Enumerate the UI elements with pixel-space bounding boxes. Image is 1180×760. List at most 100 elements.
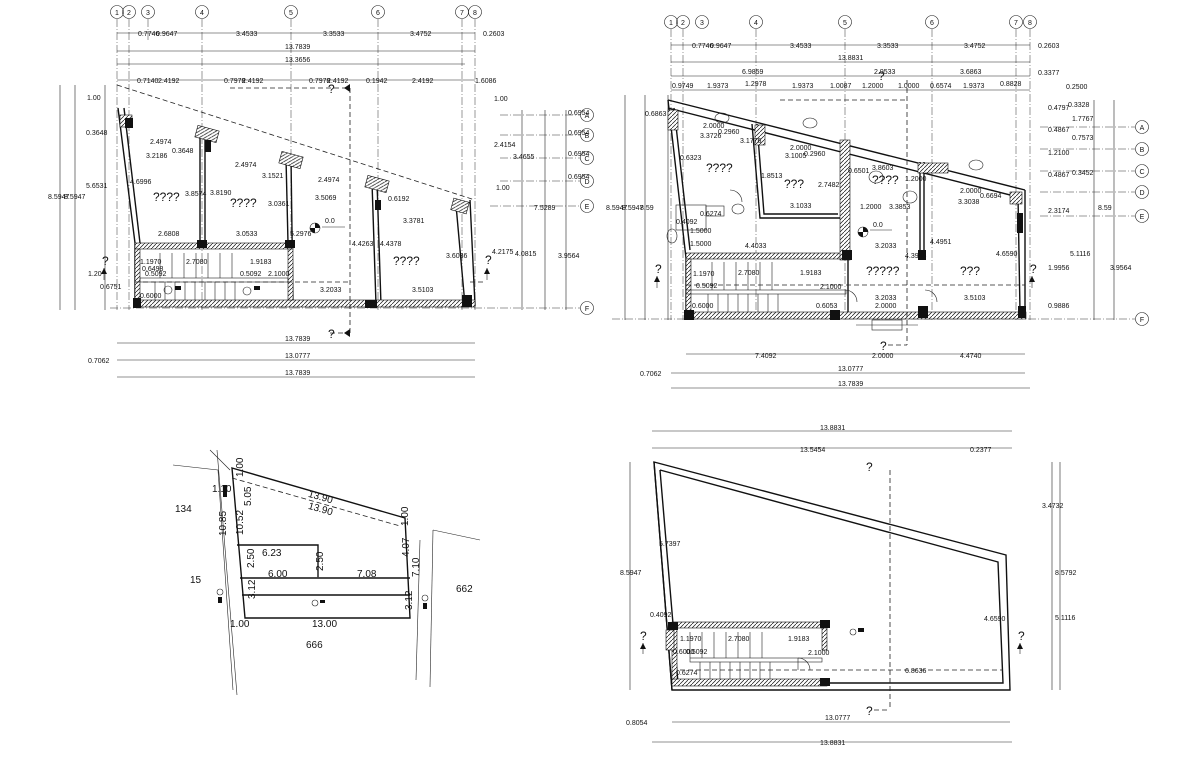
column-grid-bubbles-tr: 1 2 3 4 5 6 7 8 [664,15,1037,29]
svg-text:13.00: 13.00 [312,619,337,630]
grid-bubble-7: 7 [455,5,469,19]
svg-text:2.7080: 2.7080 [186,259,208,266]
svg-text:3.3533: 3.3533 [877,43,899,50]
right-dimension-strings-tr: 0.4797 0.3328 1.7767 0.4867 0.7573 1.210… [1048,100,1132,320]
svg-text:1.5000: 1.5000 [690,228,712,235]
svg-text:4.4263: 4.4263 [352,241,374,248]
svg-text:?: ? [878,69,885,83]
svg-text:3.3726: 3.3726 [700,133,722,140]
svg-text:13.7839: 13.7839 [285,370,310,377]
svg-text:???: ??? [960,264,980,278]
svg-text:4.4378: 4.4378 [380,241,402,248]
svg-text:????: ???? [706,161,733,175]
svg-text:5.2976: 5.2976 [290,231,312,238]
svg-text:0.3328: 0.3328 [1068,102,1090,109]
svg-text:3: 3 [146,10,150,17]
svg-text:8: 8 [473,10,477,17]
svg-text:2.7482: 2.7482 [818,182,840,189]
svg-text:3.1521: 3.1521 [262,173,284,180]
svg-text:0.6954: 0.6954 [568,110,590,117]
svg-text:?: ? [328,327,335,341]
svg-text:0.6000: 0.6000 [692,303,714,310]
svg-text:7.08: 7.08 [357,569,377,580]
svg-text:3.0361: 3.0361 [268,201,290,208]
svg-text:3.3853: 3.3853 [889,204,911,211]
svg-text:0.3648: 0.3648 [86,130,108,137]
svg-text:????: ???? [393,254,420,268]
svg-text:E: E [585,204,590,211]
svg-text:4.4033: 4.4033 [745,243,767,250]
top-dimension-strings-tl: 0.7746 0.9647 3.4533 3.3533 3.4752 0.260… [117,31,505,85]
svg-text:3.1005: 3.1005 [785,153,807,160]
section-markers-br: ? ? ? ? [640,460,1025,718]
svg-text:1.10: 1.10 [212,484,232,495]
floor-plan-top-right: 1 2 3 4 5 6 7 8 0.7746 0.9647 3.4533 3.3… [606,15,1149,389]
svg-text:?: ? [655,262,662,276]
svg-text:1.00: 1.00 [494,96,508,103]
svg-text:0.7062: 0.7062 [640,371,662,378]
svg-text:3.2033: 3.2033 [320,287,342,294]
svg-text:0.9886: 0.9886 [1048,303,1070,310]
svg-text:13.8831: 13.8831 [820,425,845,432]
svg-text:0.4867: 0.4867 [1048,172,1070,179]
svg-text:C: C [1139,169,1144,176]
svg-text:B: B [1140,147,1145,154]
svg-text:3.3781: 3.3781 [403,218,425,225]
svg-text:0.5092: 0.5092 [145,271,167,278]
right-dimension-strings-br: 3.4732 8.5792 5.1116 4.6590 [984,462,1077,690]
svg-text:0.9749: 0.9749 [672,83,694,90]
svg-text:3.6863: 3.6863 [960,69,982,76]
svg-text:0.6498: 0.6498 [142,266,164,273]
grid-bubble-4: 4 [195,5,209,19]
svg-text:B: B [585,133,590,140]
svg-text:13.0777: 13.0777 [825,715,850,722]
svg-text:13.0777: 13.0777 [838,366,863,373]
left-dimension-strings-tl: 1.00 0.3648 5.6531 8.5947 8.5947 1.20 0.… [48,85,122,310]
svg-text:0.9647: 0.9647 [156,31,178,38]
svg-text:1.8513: 1.8513 [761,173,783,180]
svg-text:3.1776: 3.1776 [740,138,762,145]
svg-text:2.4192: 2.4192 [327,78,349,85]
svg-text:0.7062: 0.7062 [88,358,110,365]
svg-text:1.2100: 1.2100 [1048,150,1070,157]
svg-text:A: A [585,113,590,120]
svg-text:2.1000: 2.1000 [268,271,290,278]
svg-text:1.9183: 1.9183 [788,636,810,643]
svg-text:2.9533: 2.9533 [874,69,896,76]
svg-text:2.0000: 2.0000 [790,145,812,152]
svg-text:0.6863: 0.6863 [645,111,667,118]
svg-text:8.5792: 8.5792 [1055,570,1077,577]
svg-text:1.9373: 1.9373 [707,83,729,90]
svg-text:3.8574: 3.8574 [185,191,207,198]
svg-text:13.7839: 13.7839 [285,44,310,51]
bottom-dimension-strings-br: 0.8054 13.0777 13.8831 [626,715,1012,747]
column-grid-bubbles-tl: 1 2 3 4 5 6 7 8 [110,5,482,19]
svg-text:?: ? [485,253,492,267]
svg-text:A: A [1140,125,1145,132]
svg-text:4.4951: 4.4951 [930,239,952,246]
svg-text:3.4533: 3.4533 [790,43,812,50]
svg-text:2.4192: 2.4192 [412,78,434,85]
svg-text:0.6274: 0.6274 [676,670,698,677]
lot-numbers: 134 15 662 666 [175,504,473,651]
svg-text:1.1970: 1.1970 [693,271,715,278]
building-walls-br [653,461,1011,711]
building-walls-tr [666,80,1027,346]
svg-text:0.2377: 0.2377 [970,447,992,454]
svg-text:0.2500: 0.2500 [1066,84,1088,91]
svg-text:7.4092: 7.4092 [755,353,777,360]
svg-text:3.12: 3.12 [404,590,415,610]
site-dimensions: 1.10 10.85 10.52 5.05 1.00 13.90 13.90 1… [212,457,422,630]
interior-dimensions-tr: 2.0000 3.3726 0.2960 3.1776 0.6323 2.000… [676,123,1018,310]
svg-text:13.8831: 13.8831 [820,740,845,747]
svg-text:0.3377: 0.3377 [1038,70,1060,77]
svg-text:?????: ????? [866,264,900,278]
svg-text:1.9956: 1.9956 [1048,265,1070,272]
svg-text:2.7080: 2.7080 [738,270,760,277]
svg-text:5.05: 5.05 [243,486,254,506]
svg-text:0.5092: 0.5092 [240,271,262,278]
svg-text:1: 1 [669,20,673,27]
svg-text:?: ? [866,460,873,474]
svg-text:1.7767: 1.7767 [1072,116,1094,123]
svg-text:0.2603: 0.2603 [483,31,505,38]
